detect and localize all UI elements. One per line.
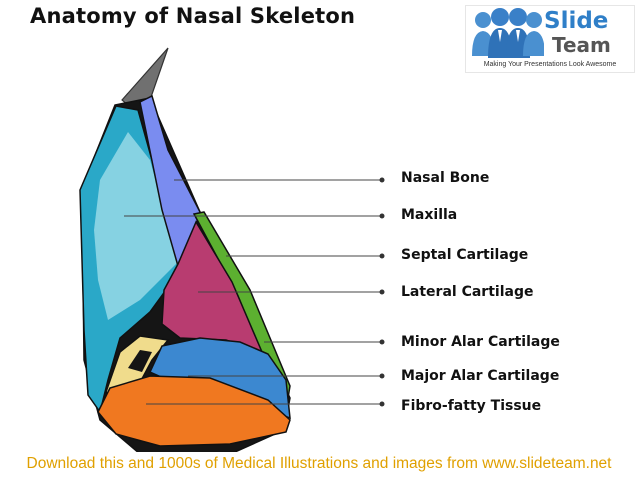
page-title: Anatomy of Nasal Skeleton (30, 4, 356, 28)
label-nasal-bone: Nasal Bone (401, 170, 490, 186)
label-minor-alar-cartilage: Minor Alar Cartilage (401, 334, 560, 350)
footer-text: Download this and 1000s of Medical Illus… (26, 455, 612, 472)
label-maxilla: Maxilla (401, 207, 458, 223)
logo-word-team: Team (552, 33, 611, 57)
footer-banner: Download this and 1000s of Medical Illus… (0, 452, 638, 479)
leader-lines (124, 179, 382, 405)
logo-tagline: Making Your Presentations Look Awesome (483, 61, 617, 68)
label-lateral-cartilage: Lateral Cartilage (401, 284, 534, 300)
label-fibro-fatty-tissue: Fibro-fatty Tissue (401, 398, 542, 414)
logo-word-slide: Slide (544, 8, 609, 34)
leader-dots (379, 177, 385, 407)
people-icon (472, 8, 544, 58)
label-septal-cartilage: Septal Cartilage (401, 247, 529, 263)
slideteam-logo: Slide Team Making Your Presentations Loo… (465, 5, 635, 73)
fibro-fatty-tissue-region (97, 375, 291, 447)
label-major-alar-cartilage: Major Alar Cartilage (401, 368, 560, 384)
maxilla-highlight (94, 132, 178, 320)
